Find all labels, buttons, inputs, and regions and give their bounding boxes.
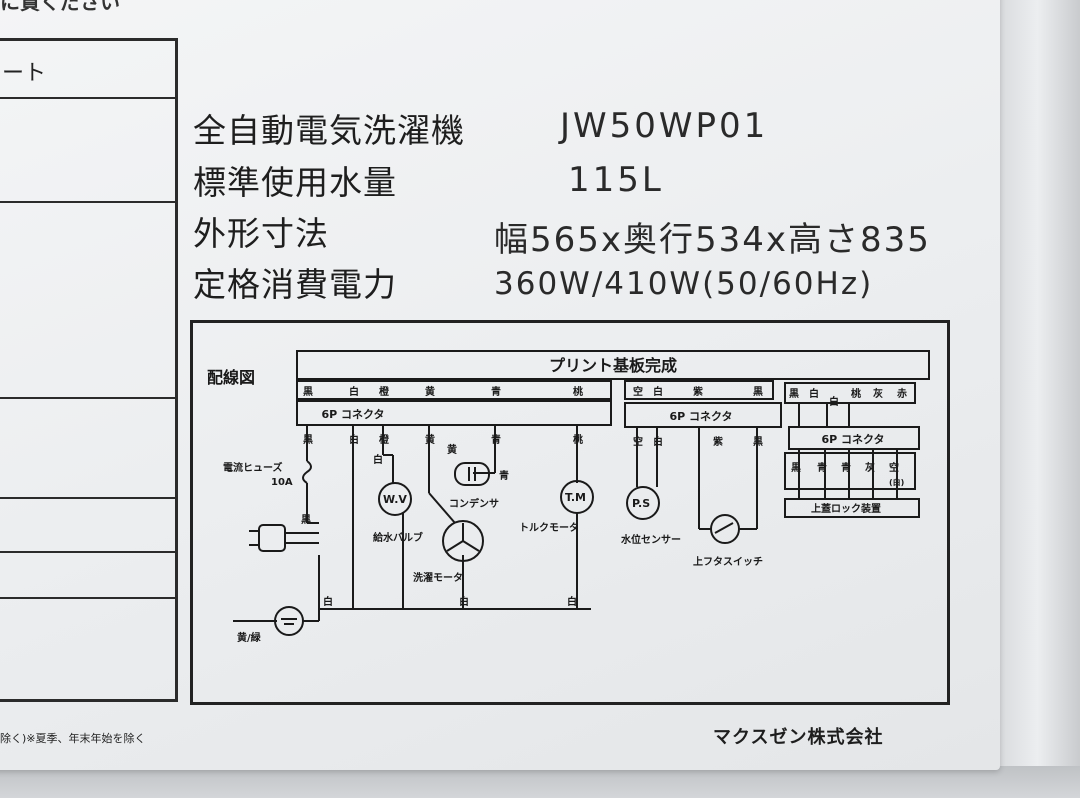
wire-color-a1: 黒 [303, 386, 313, 398]
connector-a [296, 400, 612, 426]
wire-label-orange: 橙 [379, 433, 390, 446]
wash-motor-symbol [442, 520, 484, 562]
footer-note: 除く)※夏季、年末年始を除く [0, 732, 146, 745]
wire-label-white: 白 [349, 433, 359, 446]
wire-label-b-empty: 空 [633, 435, 643, 448]
wire-label-b-white: 白 [653, 435, 663, 448]
wire-color-a5: 青 [491, 385, 501, 398]
water-level-sensor-name: 水位センサー [620, 533, 681, 546]
appliance-side-edge [995, 0, 1080, 798]
wire-label-plug-black: 黒 [301, 514, 311, 526]
wire-color-c-bottom1: 黒 [791, 462, 801, 474]
water-valve-code: W.V [383, 493, 407, 506]
appliance-bottom-edge [0, 766, 1080, 798]
water-level-sensor-code: P.S [632, 497, 650, 510]
wire-color-a4: 黄 [425, 385, 435, 398]
wire-color-b1: 空 [633, 385, 643, 398]
wire-label-blue: 青 [491, 433, 501, 446]
left-table-row-divider [0, 397, 175, 399]
left-table-row-divider [0, 551, 175, 553]
pcb-bar [296, 350, 930, 380]
wiring-diagram: 配線図 プリント基板完成 黒 白 橙 黄 青 桃 空 白 紫 黒 黒 白 白 桃… [190, 320, 950, 705]
pcb-label: プリント基板完成 [549, 356, 677, 375]
connector-b [624, 402, 782, 428]
left-table-row-divider [0, 201, 175, 203]
wire-color-b2: 白 [653, 385, 663, 398]
fuse-rating: 10A [271, 477, 293, 488]
fuse-symbol [302, 460, 312, 484]
torque-motor-symbol [560, 480, 594, 514]
wire-color-c4: 桃 [851, 387, 861, 400]
wire-color-a2: 白 [349, 385, 359, 398]
manufacturer-name: マクスゼン株式会社 [713, 727, 884, 748]
water-valve-symbol [378, 482, 412, 516]
wire-color-c3: 白 [829, 395, 839, 408]
water-valve-name: 給水バルブ [373, 531, 423, 544]
wire-color-c-bottom-note: (白) [889, 477, 904, 487]
lid-switch-name: 上フタスイッチ [693, 555, 763, 568]
wire-label-valve-white: 白 [373, 453, 383, 466]
left-table-row-divider [0, 97, 175, 99]
wire-label-yellow: 黄 [425, 433, 435, 446]
fuse-label: 電流ヒューズ [223, 461, 283, 474]
water-level-sensor-symbol [626, 486, 660, 520]
wire-color-b4: 黒 [753, 386, 763, 398]
spec-value-power: 360W/410W(50/60Hz) [494, 266, 874, 302]
cut-off-top-text: に貸ください [0, 0, 120, 14]
diagram-title: 配線図 [207, 368, 255, 387]
connector-c-label: 6P コネクタ [821, 433, 884, 446]
wire-label-pink: 桃 [573, 433, 583, 446]
wire-color-c-bottom4: 灰 [865, 461, 875, 474]
wash-motor-name: 洗濯モータ [413, 571, 463, 584]
spec-label-dimensions: 外形寸法 [193, 214, 329, 253]
wire-color-row-a [296, 380, 612, 400]
connector-a-label: 6P コネクタ [321, 408, 384, 421]
wire-color-c-bottom5: 空 [889, 461, 899, 474]
wire-label-b-black: 黒 [753, 436, 763, 448]
spec-label-power: 定格消費電力 [193, 265, 397, 304]
wire-label-bottom-white-1: 白 [323, 595, 333, 608]
wire-label-bottom-white-3: 白 [567, 595, 577, 608]
plug-body [258, 524, 286, 552]
torque-motor-name: トルクモータ [519, 522, 579, 534]
lid-switch-symbol [710, 514, 740, 544]
wire-color-b3: 紫 [693, 385, 703, 398]
wire-label-bottom-white-2: 白 [459, 595, 469, 608]
left-table-row-divider [0, 597, 175, 599]
torque-motor-code: T.M [565, 491, 586, 504]
spec-value-water: 115L [568, 160, 664, 200]
condenser-symbol [454, 462, 490, 486]
wire-color-a3: 橙 [379, 385, 390, 398]
wire-label-cond-yellow: 黄 [447, 443, 457, 456]
wire-color-c5: 灰 [873, 387, 883, 400]
ground-label: 黄/緑 [237, 631, 262, 644]
wire-color-c-bottom2: 青 [817, 461, 827, 474]
wire-label-cond-blue: 青 [499, 469, 509, 482]
lock-device-name: 上蓋ロック装置 [811, 502, 881, 515]
ground-symbol [274, 606, 304, 636]
connector-c [788, 426, 920, 450]
wire-color-c6: 赤 [897, 387, 907, 400]
wire-color-row-b [624, 380, 774, 400]
wire-label-b-purple: 紫 [713, 435, 723, 448]
left-info-table: ート [0, 38, 178, 702]
spec-value-dimensions: 幅565x奥行534x高さ835 [494, 220, 931, 260]
left-table-header: ート [2, 61, 47, 86]
wiring-diagram-svg: 配線図 プリント基板完成 黒 白 橙 黄 青 桃 空 白 紫 黒 黒 白 白 桃… [207, 350, 930, 644]
wire-color-c-bottom3: 青 [841, 461, 851, 474]
rating-label-sheet [0, 0, 1000, 770]
lock-device-box [784, 498, 920, 518]
connector-b-label: 6P コネクタ [669, 410, 732, 423]
wire-color-row-c-top [784, 382, 916, 404]
spec-value-model: JW50WP01 [560, 106, 769, 146]
wire-color-c2: 白 [809, 387, 819, 400]
spec-label-product: 全自動電気洗濯機 [193, 111, 465, 150]
wire-label-black: 黒 [303, 434, 313, 446]
wire-color-c1: 黒 [789, 388, 799, 400]
spec-label-water: 標準使用水量 [193, 163, 397, 202]
condenser-name: コンデンサ [449, 497, 499, 510]
left-table-row-divider [0, 497, 175, 499]
wire-color-a6: 桃 [573, 385, 583, 398]
